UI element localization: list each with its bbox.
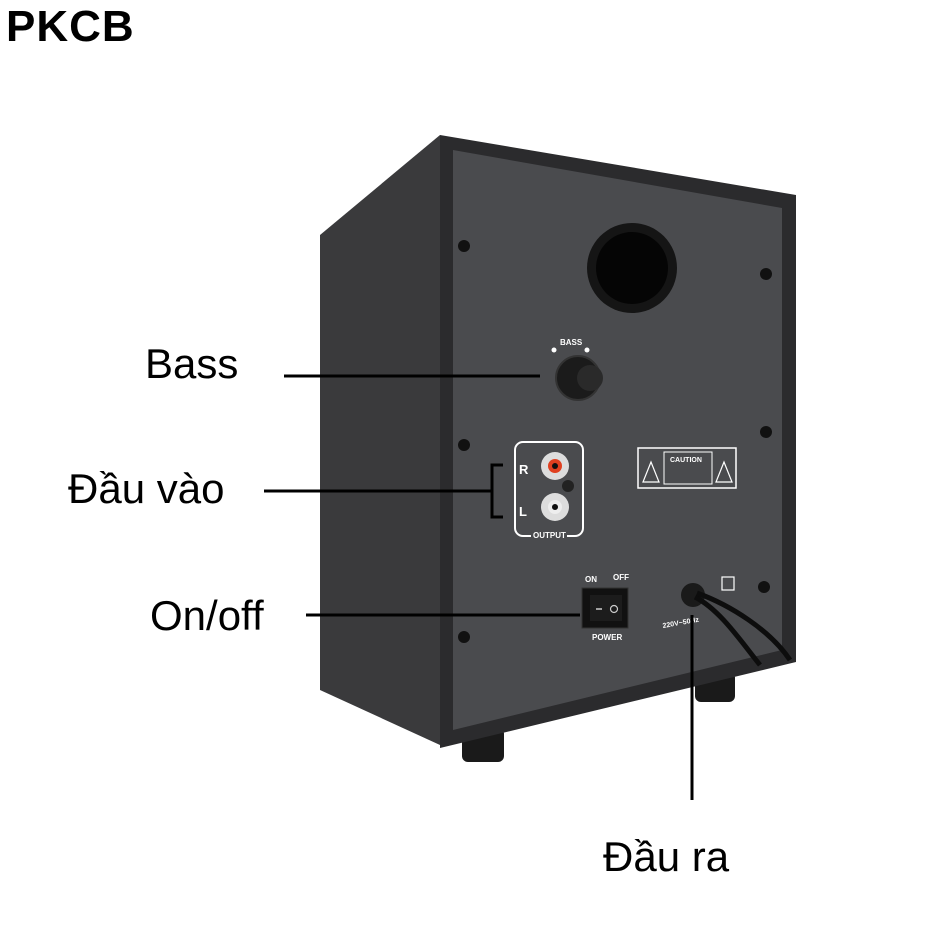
- warning-triangle-icon: [642, 460, 660, 483]
- rca-r-label: R: [519, 462, 529, 477]
- warning-triangle-icon: [715, 460, 733, 483]
- double-insulation-icon: [721, 576, 735, 591]
- label-output: Đầu ra: [603, 833, 730, 880]
- on-label: ON: [585, 575, 597, 584]
- label-onoff: On/off: [150, 592, 264, 639]
- power-label: POWER: [592, 633, 622, 642]
- speaker-side: [320, 135, 440, 745]
- callout-lines: [264, 374, 694, 800]
- label-bass: Bass: [145, 340, 239, 387]
- brand-logo: PKCB: [6, 2, 135, 51]
- caution-label: CAUTION: [670, 457, 702, 464]
- label-input: Đầu vào: [68, 465, 225, 512]
- screw-icons: [458, 240, 772, 643]
- off-label: OFF: [613, 573, 629, 582]
- power-cable: [696, 590, 793, 662]
- rca-l-label: L: [519, 504, 527, 519]
- bass-knob-label: BASS: [560, 338, 583, 347]
- speaker-back-panel: [453, 150, 782, 730]
- power-cable: [693, 594, 762, 667]
- output-label: OUTPUT: [533, 531, 566, 540]
